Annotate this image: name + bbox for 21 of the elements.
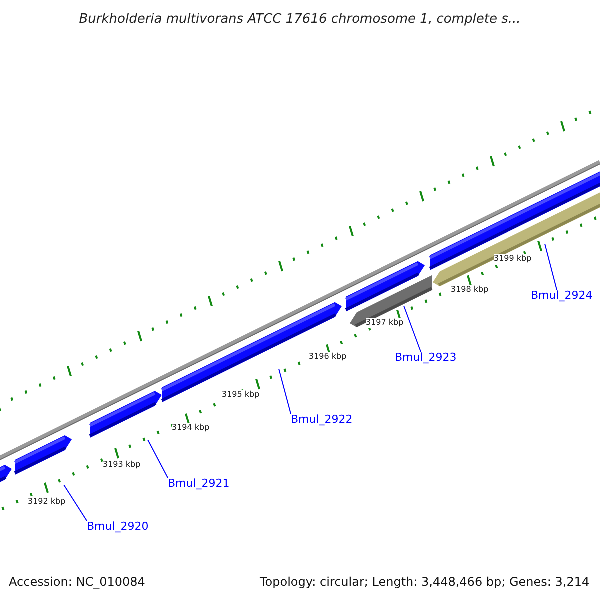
scale-label: 3198 kbp — [451, 285, 489, 295]
footer-text: Topology: circular; Length: 3,448,466 bp; Genes: 3,214 — [260, 575, 590, 589]
scale-label: 3192 kbp — [28, 497, 66, 507]
leader-line — [64, 484, 88, 522]
leader-line — [278, 368, 292, 414]
scale-label: 3194 kbp — [172, 423, 210, 433]
gene-label: Bmul_2924 — [531, 289, 593, 303]
scale-label: 3197 kbp — [366, 318, 404, 328]
leader-line — [544, 244, 558, 290]
leader-line — [148, 440, 168, 478]
gene-label: Bmul_2920 — [87, 520, 149, 534]
scale-label: 3193 kbp — [103, 460, 141, 470]
scale-label: 3195 kbp — [222, 390, 260, 400]
gene-label: Bmul_2923 — [395, 351, 457, 365]
leader-line — [404, 306, 422, 352]
scale-label: 3199 kbp — [494, 254, 532, 264]
footer-text: Accession: NC_010084 — [9, 575, 146, 589]
gene-label: Bmul_2921 — [168, 477, 230, 491]
scale-label: 3196 kbp — [309, 352, 347, 362]
title: Burkholderia multivorans ATCC 17616 chromosome 1, complete s... — [78, 11, 522, 29]
gene-label: Bmul_2922 — [291, 413, 353, 427]
